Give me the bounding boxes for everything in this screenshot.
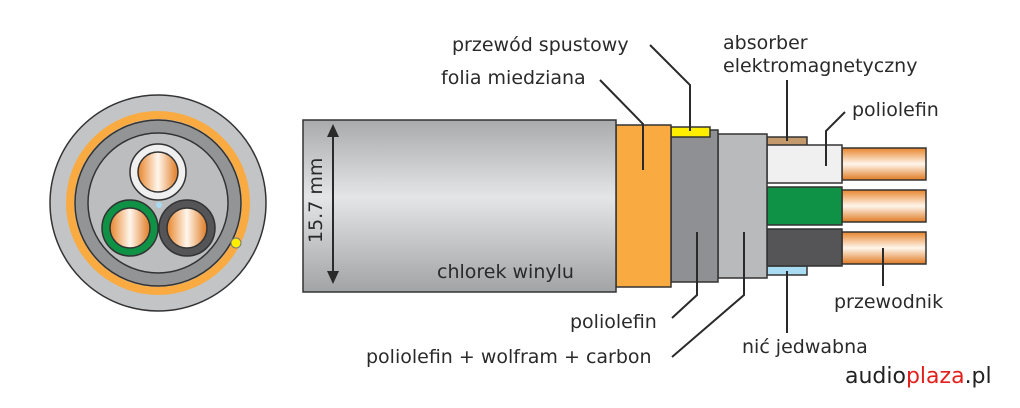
green-insulation (766, 186, 843, 226)
cable-side-view: 15.7 mm chlorek winylu (302, 119, 927, 293)
green-conductor-copper (109, 207, 151, 249)
pvc-jacket (302, 119, 617, 293)
silk-thread-label: nić jedwabna (742, 336, 868, 358)
poliolefin-bottom-leader (671, 232, 698, 319)
poliolefin-top-leader (825, 111, 846, 166)
copper-foil-ring (66, 111, 250, 295)
poliolefin-tungsten-layer (717, 133, 768, 279)
copper-foil-label: folia miedziana (441, 67, 586, 89)
white-insulation (766, 144, 843, 184)
drain-wire-label: przewód spustowy (452, 34, 629, 56)
leader-lines (599, 44, 884, 358)
audioplaza-logo: audioplaza.pl (845, 364, 992, 389)
conductor-label: przewodnik (834, 291, 943, 313)
black-conductor-copper (166, 207, 208, 249)
poliolefin-tungsten-label: poliolefin + wolfram + carbon (366, 346, 652, 368)
absorber-label-line1: absorber (723, 32, 808, 54)
diameter-label: 15.7 mm (305, 158, 327, 243)
conductor-copper-1 (841, 147, 927, 181)
diameter-arrow (327, 124, 339, 284)
silk-thread-dot (156, 202, 162, 208)
absorber-label-line2: elektromagnetyczny (723, 55, 917, 77)
cross-section (49, 94, 267, 312)
poliolefin-bottom-label: poliolefin (570, 311, 657, 333)
copper-foil-leader (599, 79, 644, 170)
drain-wire-dot (230, 237, 242, 249)
poliolefin-tungsten-leader (671, 232, 745, 358)
logo-part1: audio (845, 364, 906, 389)
logo-part3: .pl (965, 364, 992, 389)
black-insulation (766, 228, 843, 267)
drain-wire-leader (649, 44, 691, 131)
poliolefin-layer (670, 129, 719, 283)
white-conductor-copper (137, 151, 179, 193)
conductor-copper-2 (841, 189, 927, 223)
jacket-label: chlorek winylu (437, 261, 574, 283)
logo-part2: plaza (906, 364, 965, 389)
poliolefin-top-label: poliolefin (852, 99, 939, 121)
